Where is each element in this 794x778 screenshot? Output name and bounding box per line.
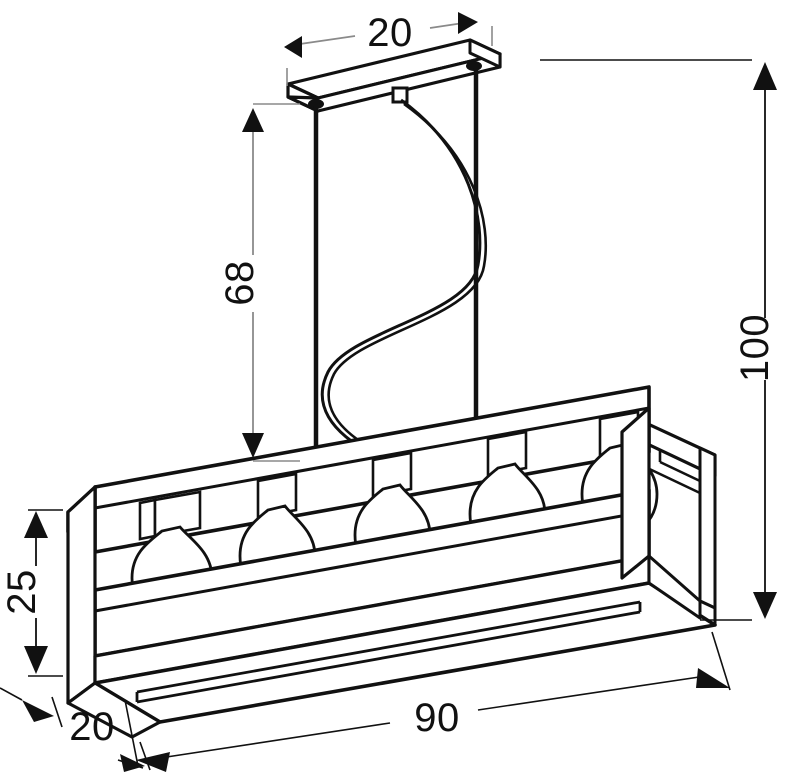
arrow-depth-right: [120, 754, 145, 772]
power-cable-outer: [320, 98, 482, 457]
left-end-panel: [66, 485, 97, 705]
post-rear-right: [698, 446, 717, 610]
suspension-assembly: [313, 68, 488, 470]
dimension-label-suspension-height: 68: [218, 260, 262, 306]
dimension-body-depth: 20: [0, 687, 151, 772]
rail-right-lower-depth: [647, 554, 702, 620]
dimension-canopy-width: 20: [284, 11, 493, 86]
arrow-right: [458, 12, 478, 34]
dimension-body-height: 25: [0, 509, 63, 677]
arrow-down: [753, 592, 777, 619]
arrow-length-right: [696, 668, 730, 688]
dimension-total-height: 100: [540, 59, 777, 621]
dimension-label-body-height: 25: [0, 569, 44, 615]
post-front-right: [620, 406, 651, 580]
fixture-cage-body: [66, 385, 717, 739]
dimension-label-total-height: 100: [733, 314, 777, 382]
arrow-down: [242, 433, 264, 458]
arrow-up: [24, 511, 48, 538]
cable-exit-block: [391, 86, 409, 104]
dimension-label-canopy-width: 20: [367, 11, 413, 55]
dimension-suspension-height: 68: [218, 103, 300, 462]
dimension-label-body-depth: 20: [69, 705, 115, 749]
arrow-up: [753, 62, 777, 90]
base-left-face: [66, 681, 162, 739]
dimension-label-body-length: 90: [414, 696, 460, 740]
dimension-body-length: 90: [124, 631, 731, 772]
arrow-length-left: [136, 752, 170, 772]
arrow-up: [242, 108, 264, 132]
arrow-depth-left: [22, 700, 54, 722]
arrow-down: [24, 646, 48, 674]
arrow-left: [284, 36, 302, 58]
canopy-mount-left: [308, 99, 324, 109]
power-cable-inner: [327, 102, 488, 454]
